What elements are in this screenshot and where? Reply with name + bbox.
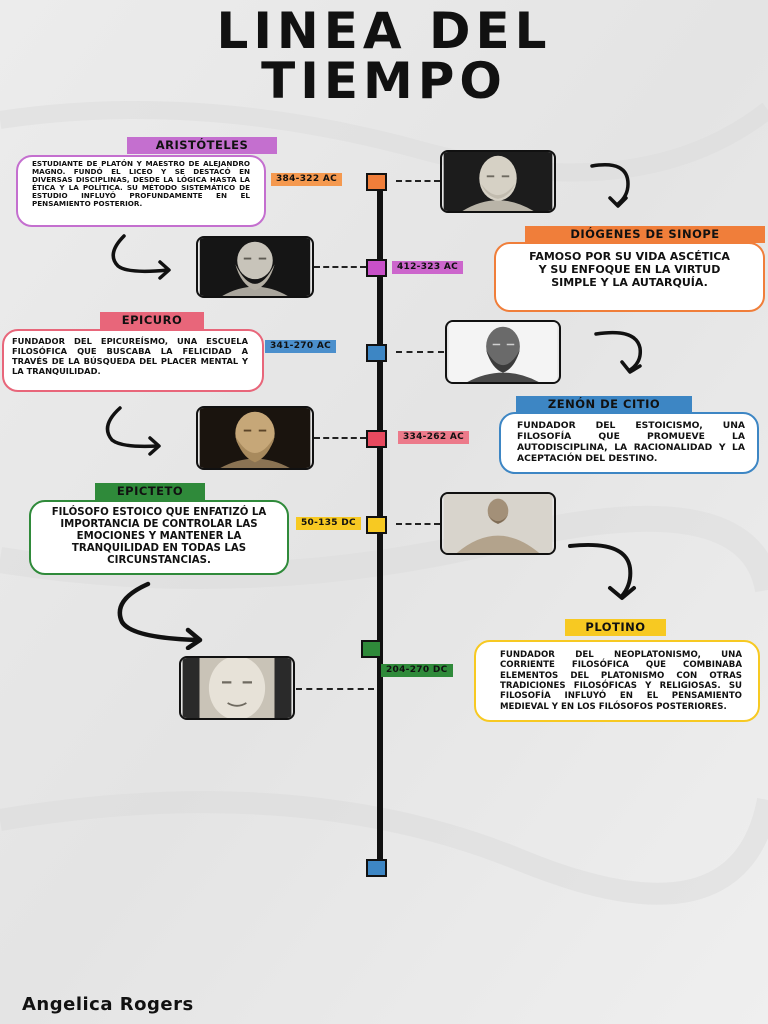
title-line-1: LINEA DEL [216,2,552,60]
name-label-aristoteles: ARISTÓTELES [127,137,277,154]
bust-image-epicteto [443,494,553,553]
curved-arrow-icon [111,234,171,280]
connector-zenon [314,437,366,439]
description-box-aristoteles: Estudiante de Platón y maestro de Alejan… [16,155,266,227]
description-text-epicuro: Fundador del epicureísmo, una escuela fi… [12,336,248,376]
date-tag-plotino: 204-270 DC [381,664,453,677]
connector-aristoteles [396,180,440,182]
description-text-epicteto: Filósofo estoico que enfatizó la importa… [51,507,267,566]
description-text-aristoteles: Estudiante de Platón y maestro de Alejan… [32,159,250,209]
portrait-aristoteles [440,150,556,213]
title-line-2: TIEMPO [261,52,507,110]
bust-image-zenon [199,408,311,468]
author-name: Angelica Rogers [22,994,194,1015]
description-text-diogenes: Famoso por su vida ascética y su enfoque… [529,250,730,290]
connector-epicuro [396,351,444,353]
bust-image-epicuro [448,322,558,382]
connector-epicteto [396,523,440,525]
description-box-plotino: Fundador del neoplatonismo, una corrient… [474,640,760,722]
description-text-plotino: Fundador del neoplatonismo, una corrient… [500,650,742,712]
description-text-zenon: Fundador del estoicismo, una filosofía q… [517,420,745,465]
name-label-epicuro: EPICURO [100,312,204,329]
description-box-epicteto: Filósofo estoico que enfatizó la importa… [29,500,289,575]
date-tag-epicuro: 341-270 AC [265,340,337,353]
name-label-plotino: PLOTINO [565,619,666,636]
name-label-zenon: ZENÓN DE CITIO [516,396,692,413]
curved-arrow-icon [117,581,203,650]
bust-image-plotino [182,658,292,718]
bust-image-aristoteles [443,152,553,211]
name-label-diogenes: DIÓGENES DE SINOPE [525,226,765,243]
curved-arrow-icon [594,330,643,374]
timeline-marker-end [366,859,387,877]
description-box-epicuro: Fundador del epicureísmo, una escuela fi… [2,329,264,392]
description-box-diogenes: Famoso por su vida ascética y su enfoque… [494,242,765,312]
portrait-zenon [196,406,314,470]
portrait-epicuro [445,320,561,384]
date-tag-zenon: 334-262 AC [398,431,470,444]
timeline-marker-epicuro [366,344,387,362]
date-tag-aristoteles: 384-322 AC [271,173,343,186]
date-tag-epicteto: 50-135 DC [296,517,361,530]
connector-plotino [296,688,374,690]
timeline-marker-aristoteles [366,173,387,191]
timeline-marker-epicteto [366,516,387,534]
portrait-plotino [179,656,295,720]
curved-arrow-icon [568,543,636,600]
description-box-zenon: Fundador del estoicismo, una filosofía q… [499,412,759,474]
date-tag-diogenes: 412-323 AC [392,261,464,274]
curved-arrow-icon [105,406,161,456]
name-label-epicteto: EPICTETO [95,483,205,500]
portrait-diogenes [196,236,314,298]
curved-arrow-icon [590,163,630,208]
timeline-marker-zenon [366,430,387,448]
bust-image-diogenes [199,238,311,296]
timeline-marker-diogenes [366,259,387,277]
connector-diogenes [314,266,366,268]
timeline-marker-plotino [361,640,382,658]
portrait-epicteto [440,492,556,555]
